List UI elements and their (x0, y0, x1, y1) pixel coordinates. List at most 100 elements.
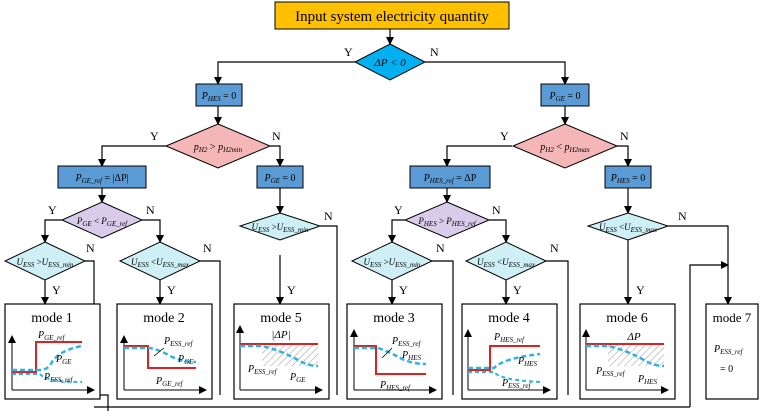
svg-text:UESS <UESS_max: UESS <UESS_max (599, 222, 658, 234)
svg-text:UESS >UESS_min: UESS >UESS_min (17, 257, 74, 269)
decision-llr: UESS <UESS_max Y N (118, 241, 212, 297)
svg-text:Y: Y (636, 283, 645, 297)
decision-rll: UESS >UESS_min Y N (350, 241, 445, 297)
svg-text:Y: Y (513, 283, 522, 297)
svg-text:PESS_ref: PESS_ref (247, 364, 277, 376)
phes0-main: P (201, 91, 208, 102)
svg-text:PGE_ref: PGE_ref (155, 376, 184, 388)
svg-text:N: N (86, 241, 95, 255)
process-phes0b: PHES = 0 (604, 165, 652, 189)
svg-text:PGE: PGE (55, 354, 72, 366)
svg-text:PHES_ref: PHES_ref (379, 380, 411, 392)
phes0-rest: = 0 (221, 91, 237, 102)
svg-text:PHES: PHES (637, 374, 657, 386)
process-phesref: PHES_ref = ΔP (409, 165, 491, 189)
mode-2-box: mode 2 PESS_ref PGE PGE_ref (116, 303, 213, 400)
svg-text:PHES = 0: PHES = 0 (610, 173, 646, 185)
svg-text:N: N (550, 241, 559, 255)
decision-left-yes: Y (150, 129, 159, 143)
svg-text:PGE_ref: PGE_ref (37, 330, 66, 342)
svg-text:pH2 > pH2min: pH2 > pH2min (193, 142, 243, 154)
decision-right-yes: Y (500, 129, 509, 143)
svg-text:N: N (436, 241, 445, 255)
mode-1-box: mode 1 PGE_ref PGE PESS_ref (4, 303, 101, 400)
svg-text:PHES > PHES_ref: PHES > PHES_ref (417, 216, 476, 228)
decision-main-yes: Y (344, 45, 353, 59)
svg-text:mode 1: mode 1 (31, 311, 73, 326)
svg-text:UESS >UESS_min: UESS >UESS_min (364, 257, 421, 269)
svg-text:N: N (146, 203, 155, 217)
decision-right: pH2 < pH2max Y N (500, 123, 629, 169)
mode-3-box: mode 3 PESS_ref PHES PHES_ref (346, 303, 443, 400)
svg-text:mode 7: mode 7 (713, 310, 752, 325)
svg-text:PESS_ref: PESS_ref (595, 366, 625, 378)
svg-text:Y: Y (399, 283, 408, 297)
process-phes0: PHES = 0 (195, 83, 243, 107)
title-box: Input system electricity quantity (274, 1, 510, 30)
svg-text:PGE: PGE (289, 372, 306, 384)
svg-text:PESS_ref: PESS_ref (501, 378, 531, 390)
svg-text:Y: Y (394, 203, 403, 217)
decision-lr: UESS >UESS_min Y N (238, 209, 333, 297)
svg-text:mode 3: mode 3 (373, 311, 415, 326)
svg-text:UESS >UESS_min: UESS >UESS_min (252, 222, 309, 234)
svg-text:mode 6: mode 6 (606, 311, 648, 326)
svg-text:ΔP: ΔP (626, 331, 640, 343)
svg-text:PGE_ref = |ΔP|: PGE_ref = |ΔP| (74, 173, 128, 185)
svg-text:mode 2: mode 2 (143, 311, 185, 326)
svg-text:mode 5: mode 5 (260, 311, 302, 326)
svg-text:PESS_ref: PESS_ref (391, 336, 421, 348)
decision-left-no: N (272, 129, 281, 143)
process-pgeref: PGE_ref = |ΔP| (57, 165, 147, 189)
phes0-sub: HES (207, 95, 221, 103)
decision-main: ΔP < 0 Y N (344, 43, 439, 81)
svg-text:PHES_ref: PHES_ref (493, 332, 525, 344)
decision-left: pH2 > pH2min Y N (150, 123, 281, 169)
svg-text:|ΔP|: |ΔP| (271, 329, 290, 341)
svg-text:N: N (678, 209, 687, 223)
svg-text:PHES_ref = ΔP: PHES_ref = ΔP (423, 173, 477, 185)
pge0-rest: = 0 (565, 91, 581, 102)
svg-text:N: N (492, 203, 501, 217)
mode-4-box: mode 4 PHES_ref PHES PESS_ref (461, 303, 558, 400)
mode-7-box: mode 7 PESS_ref = 0 (705, 303, 759, 400)
svg-text:UESS <UESS_max: UESS <UESS_max (477, 257, 536, 269)
svg-text:PESS_ref: PESS_ref (713, 344, 743, 356)
svg-text:PGE = 0: PGE = 0 (263, 173, 295, 185)
svg-text:Y: Y (48, 203, 57, 217)
decision-right-no: N (620, 129, 629, 143)
process-pge0b: PGE = 0 (256, 165, 304, 189)
mode-5-box: mode 5 |ΔP| PESS_ref PGE (233, 303, 330, 400)
decision-main-text: ΔP < 0 (373, 57, 406, 69)
svg-text:Y: Y (287, 283, 296, 297)
svg-text:PHES = 0: PHES = 0 (201, 91, 237, 103)
mode-6-box: mode 6 ΔP PESS_ref PHES (579, 303, 676, 400)
decision-lll: UESS >UESS_min Y N (3, 241, 95, 297)
svg-text:pH2 < pH2max: pH2 < pH2max (539, 142, 590, 154)
process-pge0: PGE = 0 (540, 83, 590, 107)
svg-text:PESS_ref: PESS_ref (43, 372, 73, 384)
svg-text:PGE = 0: PGE = 0 (548, 91, 580, 103)
pge0-main: P (548, 91, 555, 102)
pge0-sub: GE (556, 95, 566, 103)
svg-text:PGE < PGE_ref: PGE < PGE_ref (76, 216, 128, 228)
svg-text:= 0: = 0 (720, 364, 733, 375)
svg-text:N: N (203, 241, 212, 255)
svg-text:mode 4: mode 4 (488, 311, 530, 326)
svg-text:N: N (324, 209, 333, 223)
svg-text:PHES: PHES (401, 350, 421, 362)
svg-text:Y: Y (52, 283, 61, 297)
svg-text:PHES: PHES (517, 356, 537, 368)
decision-rl: PHES > PHES_ref Y N (394, 201, 501, 239)
svg-text:PESS_ref: PESS_ref (163, 336, 193, 348)
svg-text:PGE: PGE (177, 354, 194, 366)
connectors (41, 29, 732, 411)
svg-text:Y: Y (167, 283, 176, 297)
decision-ll: PGE < PGE_ref Y N (48, 201, 155, 239)
decision-rr: UESS <UESS_max Y N (586, 209, 687, 297)
title-text: Input system electricity quantity (295, 9, 489, 25)
decision-main-no: N (430, 45, 439, 59)
svg-text:UESS <UESS_max: UESS <UESS_max (131, 257, 190, 269)
